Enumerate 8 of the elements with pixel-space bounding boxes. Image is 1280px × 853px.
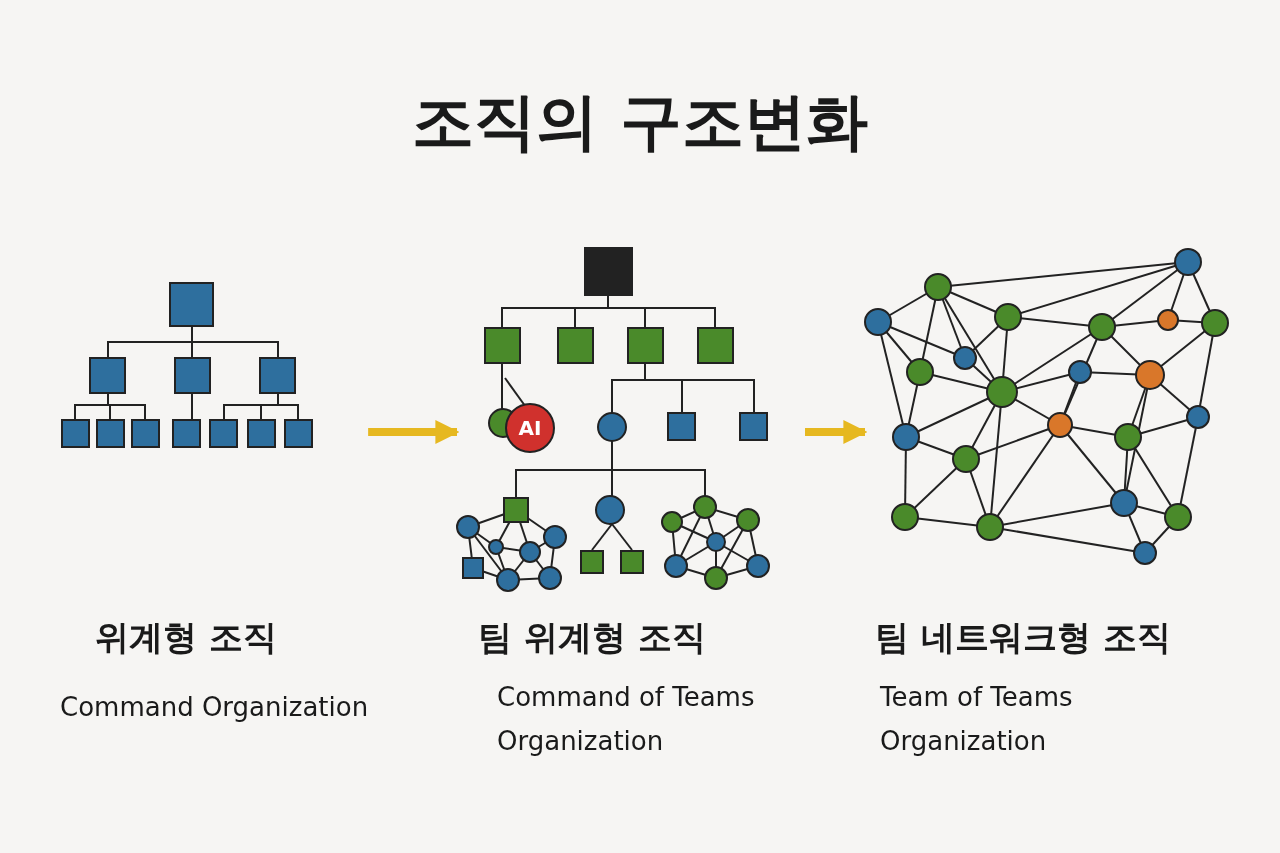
title: 조직의 구조변화 xyxy=(411,84,869,160)
heading: 위계형 조직 xyxy=(95,616,277,659)
ai-circle: AI xyxy=(505,403,555,453)
heading: 팀 네트워크형 조직 xyxy=(875,616,1171,659)
heading: 팀 위계형 조직 xyxy=(478,616,706,659)
subtitle: Command Organization xyxy=(60,691,369,724)
subtitle: Command of Teams Organization xyxy=(497,681,756,758)
subtitle: Team of Teams Organization xyxy=(880,681,1074,758)
